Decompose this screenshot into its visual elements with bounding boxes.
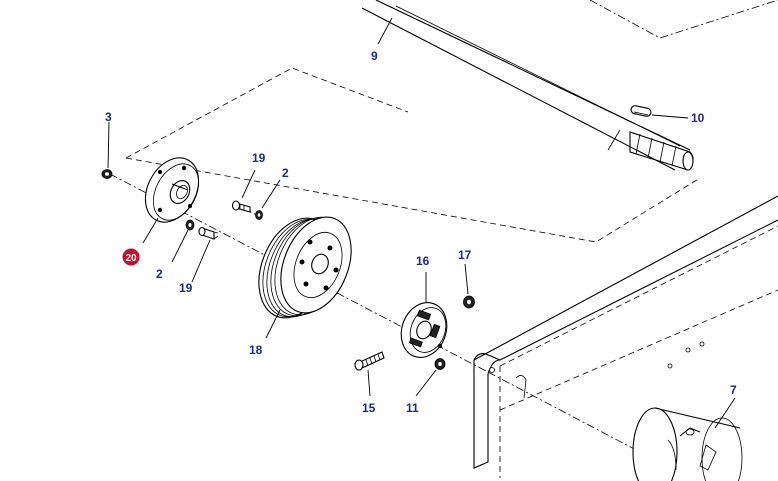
bolt-19-left	[198, 226, 219, 240]
label-20: 20	[125, 253, 137, 264]
nut-3	[101, 169, 113, 179]
drum-housing	[632, 407, 743, 481]
bearing-hub	[400, 302, 448, 358]
hub-flange	[144, 157, 200, 223]
part-labels: 3 9 10 19 2 2 19 18 16 17 15 11 7 20	[105, 49, 737, 415]
shaft-key	[630, 105, 652, 117]
nut-17	[463, 295, 475, 309]
label-17: 17	[458, 248, 472, 262]
mower-frame	[473, 195, 778, 478]
label-11: 11	[406, 401, 419, 415]
bolt-19-upper	[231, 200, 251, 213]
label-2-upper: 2	[282, 166, 289, 180]
label-16: 16	[416, 254, 430, 268]
label-7: 7	[730, 383, 737, 397]
label-10: 10	[691, 111, 705, 125]
washer-2-left	[185, 219, 195, 231]
label-18: 18	[249, 343, 263, 357]
label-19-lower: 19	[179, 281, 193, 295]
shaft-splined-end	[629, 131, 694, 171]
label-3: 3	[105, 110, 112, 124]
pulley	[258, 216, 352, 319]
assembly-boundary	[125, 67, 701, 243]
nut-11	[434, 358, 446, 370]
label-2-lower: 2	[156, 267, 163, 281]
leader-lines	[107, 17, 736, 429]
assembly-frame-top	[589, 0, 778, 39]
bolt-15	[354, 351, 385, 371]
drive-shaft	[361, 0, 694, 171]
label-9: 9	[371, 49, 378, 63]
washer-2-upper	[255, 210, 263, 220]
callout-badge-20: 20	[122, 248, 140, 266]
label-15: 15	[362, 401, 376, 415]
label-19-upper: 19	[252, 151, 266, 165]
